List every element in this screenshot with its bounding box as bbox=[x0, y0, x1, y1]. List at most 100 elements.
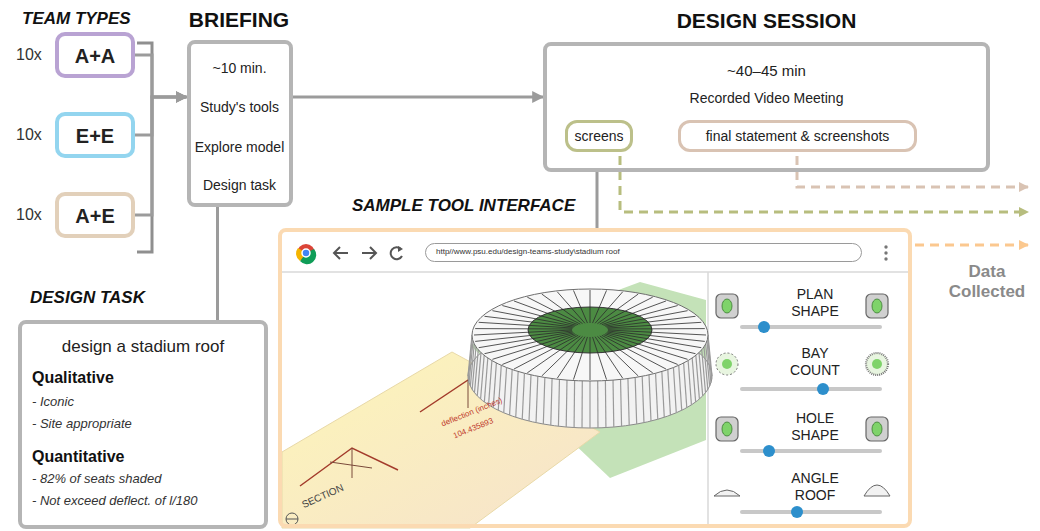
slider-label: BAY COUNT bbox=[780, 345, 850, 379]
stadium-column bbox=[662, 371, 664, 417]
roof-rib bbox=[590, 290, 591, 323]
phase-box: DESIGN SESSION~40–45 minRecorded Video M… bbox=[543, 42, 990, 172]
stadium-column bbox=[605, 381, 607, 428]
bracket bbox=[137, 43, 152, 252]
connector bbox=[216, 207, 219, 320]
north-symbol bbox=[286, 519, 298, 520]
menu-icon bbox=[884, 251, 887, 254]
stadium-column bbox=[484, 358, 487, 402]
toolbar-rule bbox=[282, 271, 908, 273]
stadium-column bbox=[510, 370, 513, 416]
stadium-column bbox=[706, 344, 710, 386]
slider-icon bbox=[866, 294, 888, 318]
slider-panel bbox=[714, 294, 890, 518]
stadium-column bbox=[621, 379, 622, 426]
roof-rib bbox=[492, 311, 574, 327]
slider-track bbox=[742, 510, 880, 514]
stadium-roof bbox=[472, 289, 708, 381]
stadium-column bbox=[468, 335, 472, 376]
reload-icon bbox=[398, 246, 403, 252]
slider-icon bbox=[872, 299, 882, 313]
node-text: SAMPLE TOOL INTERFACE bbox=[352, 196, 575, 216]
roof-rib bbox=[608, 328, 705, 329]
stadium-column bbox=[688, 361, 691, 405]
node-text: Explore model bbox=[191, 139, 289, 155]
roof-rib bbox=[593, 337, 607, 380]
connector bbox=[293, 96, 544, 99]
slider-icon bbox=[872, 359, 882, 369]
data-box: screens bbox=[565, 120, 633, 152]
stadium-column bbox=[628, 379, 629, 426]
roof-rib bbox=[573, 290, 587, 323]
connector bbox=[135, 97, 187, 215]
data-arrow bbox=[620, 156, 1028, 212]
roof-rib bbox=[607, 322, 701, 328]
team-box: A+A bbox=[55, 32, 135, 78]
node-text: final statement & screenshots bbox=[681, 128, 914, 144]
node-text: screens bbox=[568, 128, 630, 144]
slider-label: ANGLE ROOF bbox=[780, 470, 850, 504]
stadium-column bbox=[551, 379, 552, 426]
roof-rib bbox=[502, 306, 576, 326]
roof-rib bbox=[602, 335, 666, 369]
stadium-column bbox=[679, 365, 682, 410]
node-text: ~40–45 min bbox=[547, 62, 986, 79]
node-text: Design task bbox=[191, 177, 289, 193]
roof-rib bbox=[475, 328, 572, 329]
slider-icon bbox=[722, 422, 732, 436]
count-label: 10x bbox=[16, 205, 42, 224]
slider-icon bbox=[716, 294, 738, 318]
stadium-column bbox=[692, 358, 695, 402]
roof-rib bbox=[604, 306, 678, 326]
node-text: http//www.psu.edu/design-teams-study\sta… bbox=[436, 247, 620, 256]
slider-thumb bbox=[817, 383, 829, 395]
slider-thumb bbox=[758, 321, 770, 333]
slider-label: PLAN SHAPE bbox=[780, 286, 850, 320]
node-text: Recorded Video Meeting bbox=[547, 90, 986, 106]
slider-label: HOLE SHAPE bbox=[780, 410, 850, 444]
roof-rib bbox=[474, 330, 572, 335]
stadium-column bbox=[472, 347, 476, 390]
stadium-column bbox=[558, 379, 559, 426]
stadium-column bbox=[668, 370, 671, 416]
stadium-column bbox=[612, 380, 614, 427]
output-label: Data Collected bbox=[945, 262, 1029, 303]
connector bbox=[135, 97, 187, 135]
roof-rib bbox=[542, 294, 583, 324]
stadium-column bbox=[649, 375, 651, 421]
menu-icon bbox=[884, 245, 887, 248]
section-drawing bbox=[300, 448, 398, 486]
connector bbox=[135, 55, 187, 97]
slider-track bbox=[742, 449, 880, 453]
panel-divider bbox=[707, 272, 709, 526]
roof-rib bbox=[606, 333, 695, 354]
north-symbol bbox=[286, 513, 298, 525]
task-box: DESIGN TASKdesign a stadium roofQualitat… bbox=[18, 320, 268, 529]
forward-icon bbox=[362, 247, 376, 259]
node-text: - Iconic bbox=[32, 395, 74, 410]
roof-ribs bbox=[474, 290, 706, 380]
stadium-column bbox=[684, 363, 687, 408]
slider-icon bbox=[716, 417, 738, 441]
roof-rib bbox=[527, 297, 580, 324]
stadium-column bbox=[536, 376, 538, 422]
stadium-column bbox=[656, 373, 658, 419]
stadium-column bbox=[481, 355, 485, 399]
node-text: A+A bbox=[59, 45, 131, 68]
roof-rib bbox=[557, 337, 585, 378]
slider-icon bbox=[866, 353, 888, 375]
slider-thumb bbox=[763, 445, 775, 457]
heading-text: BRIEFING bbox=[151, 8, 328, 32]
slider-icon bbox=[866, 417, 888, 441]
node-text: design a stadium roof bbox=[22, 337, 264, 357]
node-text: Quantitative bbox=[32, 448, 124, 466]
stadium-column bbox=[529, 375, 531, 421]
slider-track bbox=[742, 387, 880, 391]
stadium-column bbox=[673, 368, 676, 413]
slider-icon bbox=[722, 299, 732, 313]
slider-icon bbox=[716, 353, 738, 375]
node-text: E+E bbox=[59, 125, 131, 148]
stadium-column bbox=[696, 355, 700, 399]
